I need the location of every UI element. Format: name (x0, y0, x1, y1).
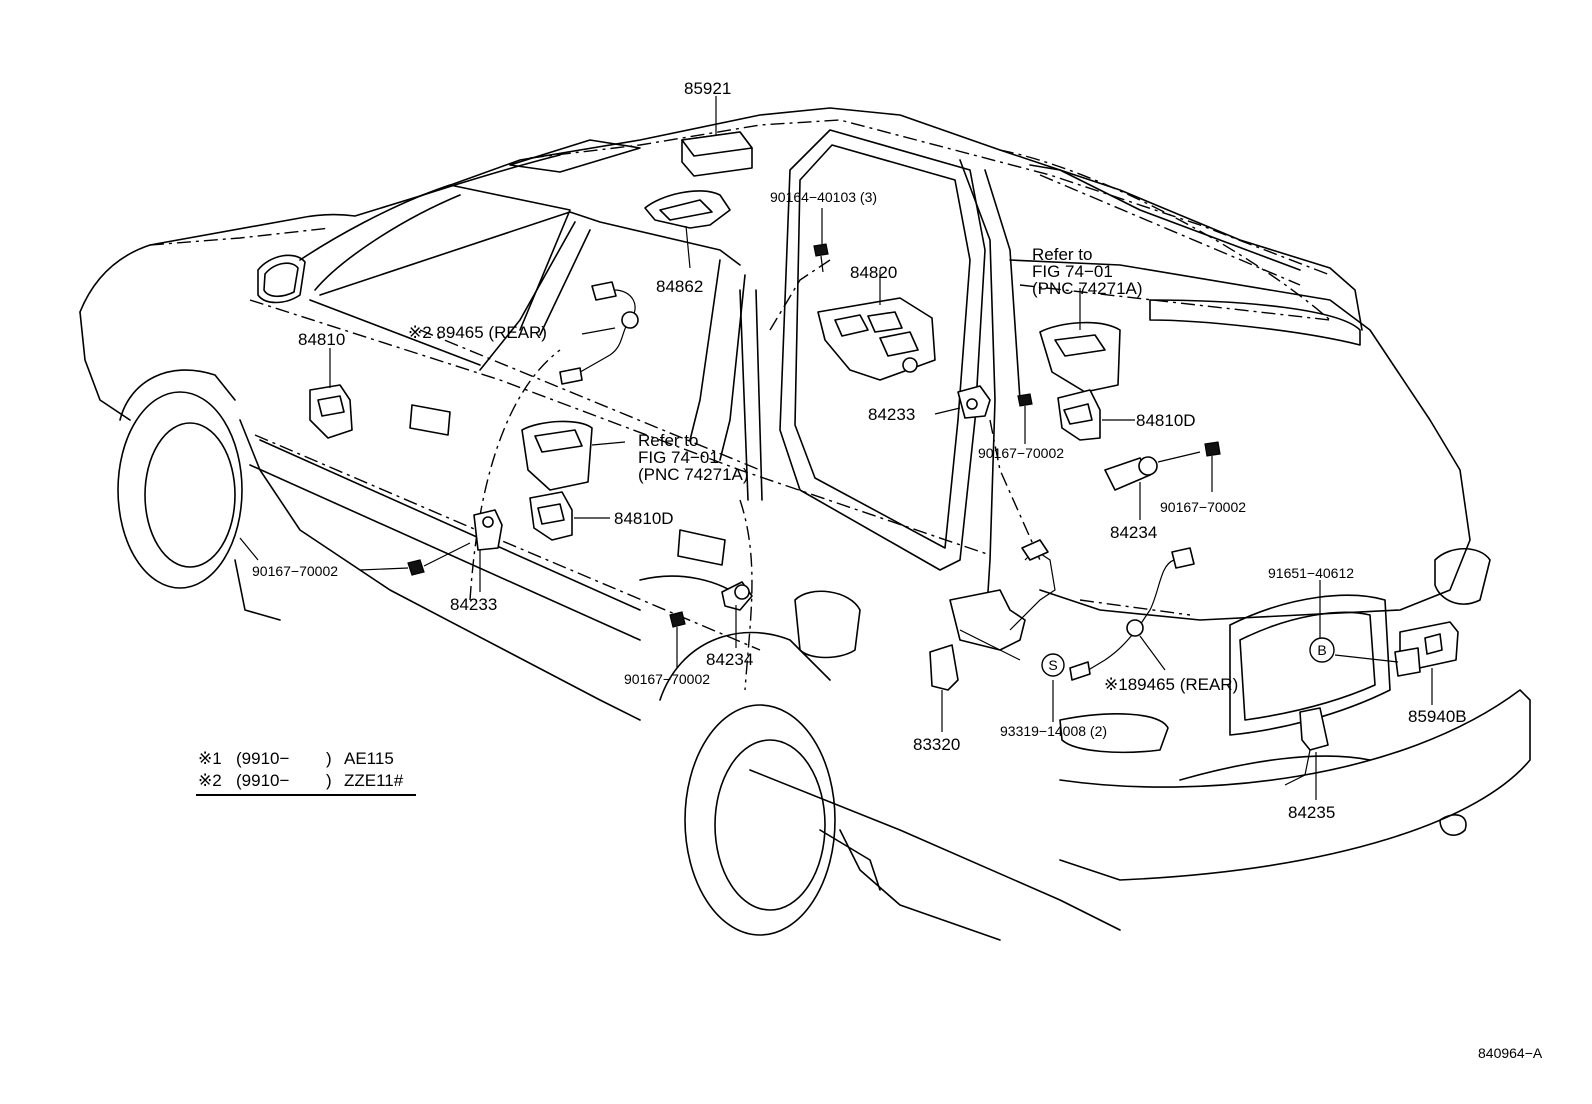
car-body-outline (79, 107, 1531, 941)
part-window-switch-left (521, 420, 593, 491)
label-85921: 85921 (684, 79, 731, 98)
part-90164-screw (813, 243, 829, 273)
label-refer-mid-line2: FIG 74−01 (638, 448, 719, 467)
label-refer-right-line3: (PNC 74271A) (1032, 279, 1143, 298)
applicability-legend: ※1 (9910− ) AE115 ※2 (9910− ) ZZE11# (196, 749, 416, 796)
circle-s-marker-icon: S (1041, 653, 1065, 677)
label-91651-40612: 91651−40612 (1268, 565, 1354, 581)
label-84810d-right: 84810D (1136, 411, 1196, 430)
part-85921-relay (681, 131, 753, 177)
part-84820-master-switch (817, 297, 936, 381)
s-marker-text: S (1048, 657, 1057, 673)
part-84235-switch (1284, 707, 1329, 786)
label-84810d-mid: 84810D (614, 509, 674, 528)
legend-row1-model: AE115 (344, 749, 394, 768)
label-84234-mid: 84234 (706, 650, 753, 669)
label-84235: 84235 (1288, 803, 1335, 822)
circle-b-marker-icon: B (1309, 637, 1335, 663)
label-84233-right: 84233 (868, 405, 915, 424)
legend-row2-mark: ※2 (198, 771, 222, 790)
label-93319-14008: 93319−14008 (2) (1000, 723, 1107, 739)
part-85940b-buzzer (1394, 621, 1459, 677)
label-90164-40103: 90164−40103 (3) (770, 189, 877, 205)
legend-row1-mark: ※1 (198, 749, 222, 768)
legend-row2-close: ) (326, 771, 332, 790)
part-83320-sender (929, 644, 959, 691)
legend-row1-close: ) (326, 749, 332, 768)
label-83320: 83320 (913, 735, 960, 754)
legend-row2-range: (9910− (236, 771, 289, 790)
part-90167-left (407, 559, 425, 576)
label-90167-left: 90167−70002 (252, 563, 338, 579)
label-84234-right: 84234 (1110, 523, 1157, 542)
label-84810: 84810 (298, 330, 345, 349)
part-84234-mid (721, 581, 753, 611)
part-89465-sensor-rear (1069, 547, 1195, 681)
label-90167-mid: 90167−70002 (624, 671, 710, 687)
label-84233-left: 84233 (450, 595, 497, 614)
part-84233-left (473, 509, 503, 551)
label-refer-mid-line3: (PNC 74271A) (638, 465, 749, 484)
label-90167-right-a: 90167−70002 (978, 445, 1064, 461)
label-figure-id: 840964−A (1478, 1045, 1543, 1061)
part-84810d-right (1057, 389, 1101, 441)
part-89465-sensor-top (559, 281, 639, 385)
label-85940b: 85940B (1408, 707, 1467, 726)
legend-row2-model: ZZE11# (344, 771, 404, 790)
part-84810-left (309, 384, 353, 439)
label-84862: 84862 (656, 277, 703, 296)
legend-row1-range: (9910− (236, 749, 289, 768)
label-refer-mid-line1: Refer to (638, 431, 698, 450)
part-84810d-mid (529, 491, 573, 541)
b-marker-text: B (1317, 642, 1326, 658)
part-labels: 85921 90164−40103 (3) 84862 84820 Refer … (252, 79, 1543, 1061)
part-90167-right-a (1017, 393, 1033, 407)
part-90167-right-b (1204, 441, 1221, 457)
label-84820: 84820 (850, 263, 897, 282)
part-harness-rear (949, 539, 1056, 661)
label-refer-right-line2: FIG 74−01 (1032, 262, 1113, 281)
label-89465-rear: ※189465 (REAR) (1104, 675, 1238, 694)
label-89465-rear-top: ※2 89465 (REAR) (408, 323, 547, 342)
label-refer-right-line1: Refer to (1032, 245, 1092, 264)
part-window-switch-right (1039, 321, 1121, 393)
part-84862-bracket (644, 190, 731, 229)
part-84233-right (957, 385, 991, 419)
part-90167-mid (669, 611, 686, 628)
leader-lines (239, 96, 1433, 800)
label-90167-right-b: 90167−70002 (1160, 499, 1246, 515)
part-84234-right (1104, 456, 1158, 491)
